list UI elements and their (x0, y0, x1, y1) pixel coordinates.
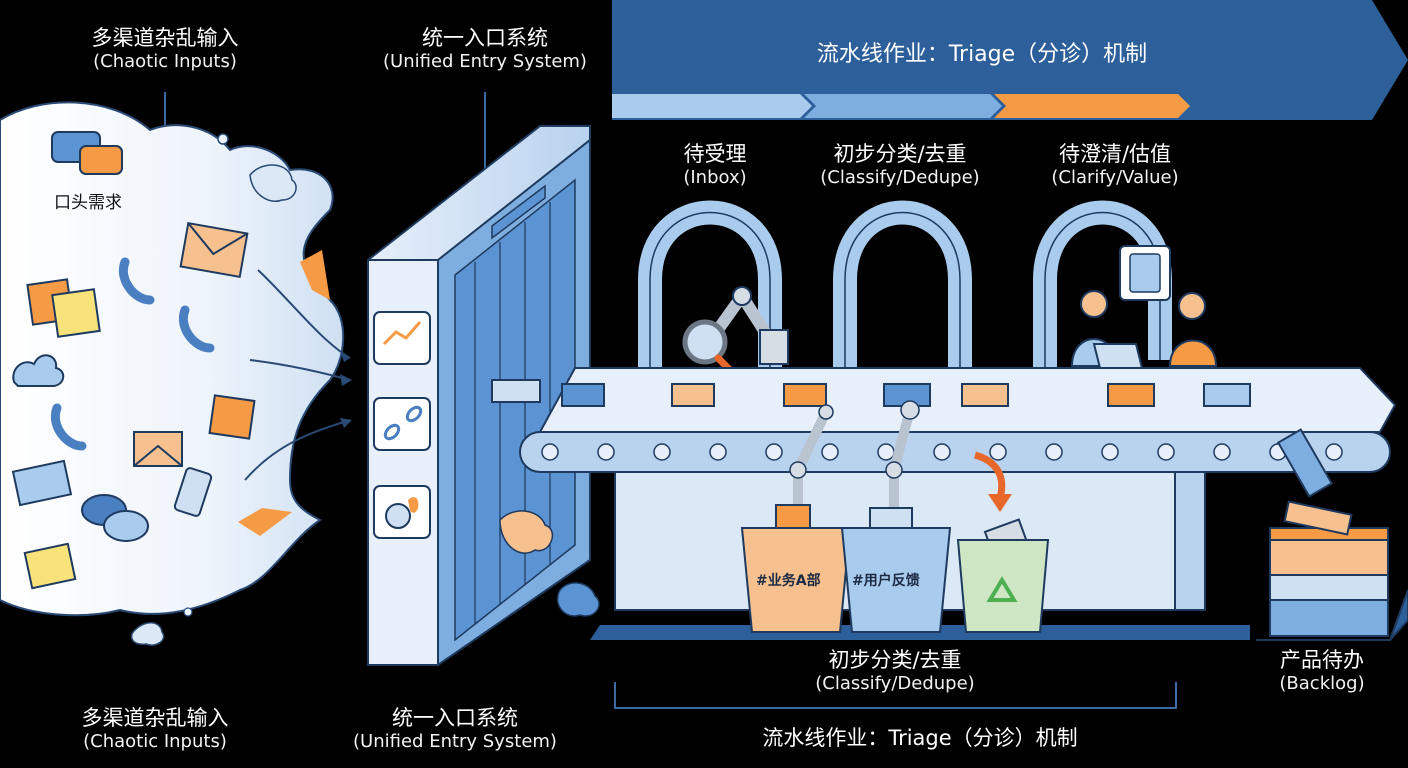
label-zh: 多渠道杂乱输入 (81, 706, 229, 730)
broken-link-icon (373, 397, 431, 451)
stage-arrow-3 (994, 94, 1190, 118)
label-en: (Chaotic Inputs) (93, 51, 237, 73)
smartphone-icon (173, 467, 213, 517)
label-zh: 初步分类/去重 (833, 142, 967, 166)
chaotic-input-cloud (0, 101, 352, 646)
unified-entry-gate (367, 125, 600, 667)
label-zh: 待受理 (683, 142, 747, 166)
label-unified-entry-top: 统一入口系统 (Unified Entry System) (370, 26, 600, 73)
magnifier-icon (682, 319, 728, 365)
phone-icon (50, 257, 215, 451)
label-en: (Unified Entry System) (353, 731, 557, 753)
label-chaotic-inputs-top: 多渠道杂乱输入 (Chaotic Inputs) (60, 26, 270, 73)
backlog-stack (1256, 428, 1408, 641)
growth-chart-icon (373, 311, 431, 365)
label-unified-entry-bottom: 统一入口系统 (Unified Entry System) (340, 706, 570, 753)
label-chaotic-inputs-bottom: 多渠道杂乱输入 (Chaotic Inputs) (50, 706, 260, 753)
envelope-icon (179, 221, 249, 279)
label-backlog: 产品待办 (Backlog) (1262, 648, 1382, 695)
sorting-bins (740, 504, 1050, 633)
label-en: (Classify/Dedupe) (820, 167, 980, 189)
sorting-arms (789, 400, 920, 510)
clarify-team (1070, 245, 1218, 369)
label-en: (Unified Entry System) (383, 51, 587, 73)
stage-label-clarify: 待澄清/估值 (Clarify/Value) (1025, 142, 1205, 189)
label-en: (Clarify/Value) (1051, 167, 1179, 189)
bin-user-feedback (840, 527, 952, 633)
label-zh: 流水线作业：Triage（分诊）机制 (762, 726, 1078, 750)
label-zh: 初步分类/去重 (828, 648, 962, 672)
label-en: (Classify/Dedupe) (815, 673, 975, 695)
label-zh: 产品待办 (1280, 648, 1364, 672)
stage-label-inbox: 待受理 (Inbox) (650, 142, 780, 189)
bottom-brackets (614, 682, 1177, 709)
label-triage-bottom: 流水线作业：Triage（分诊）机制 (700, 726, 1140, 751)
label-zh: 多渠道杂乱输入 (91, 26, 239, 50)
stage-arrow-2 (804, 94, 1002, 118)
label-en: (Inbox) (683, 167, 747, 189)
stage-arrow-1 (612, 94, 812, 118)
cloud-icon (12, 354, 65, 387)
speech-bubble-icon (81, 494, 149, 542)
recycle-icon (986, 576, 1018, 602)
sticky-note-icon (23, 250, 330, 590)
bin-business-a (740, 527, 852, 633)
pipeline-banner (612, 0, 1408, 120)
banner-title: 流水线作业：Triage（分诊）机制 (816, 42, 1148, 67)
discard-arrow (973, 451, 1006, 499)
chat-bubbles-icon (51, 131, 123, 175)
label-classify-bottom: 初步分类/去重 (Classify/Dedupe) (795, 648, 995, 695)
label-en: (Backlog) (1279, 673, 1365, 695)
stage-label-classify: 初步分类/去重 (Classify/Dedupe) (800, 142, 1000, 189)
bin-recycle (956, 539, 1050, 633)
conveyor-belt (519, 367, 1397, 473)
bin-label-user-feedback: #用户反馈 (852, 573, 920, 589)
label-zh: 统一入口系统 (422, 26, 548, 50)
label-zh: 统一入口系统 (392, 706, 518, 730)
label-zh: 待澄清/估值 (1058, 142, 1172, 166)
label-en: (Chaotic Inputs) (83, 731, 227, 753)
bin-label-business-a: #业务A部 (756, 573, 821, 589)
oral-request-label: 口头需求 (54, 193, 122, 213)
calculator-icon (1129, 253, 1161, 293)
envelope-open-icon (11, 431, 183, 507)
request-boxes (491, 379, 1251, 407)
